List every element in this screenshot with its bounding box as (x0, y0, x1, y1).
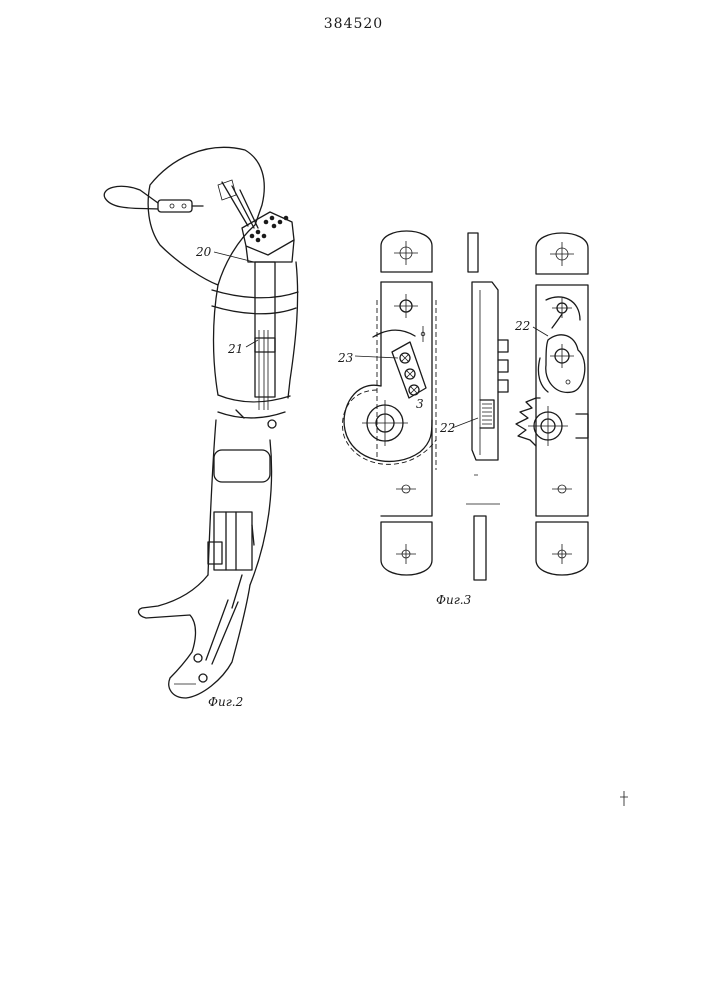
fig2-caption: Фиг.2 (208, 695, 243, 709)
cam-lever (538, 335, 584, 393)
forearm (208, 420, 272, 585)
ratchet-teeth (516, 398, 536, 446)
label-22-side: 22 (439, 421, 455, 435)
shoulder-cap (148, 147, 264, 285)
margin-mark (620, 791, 628, 806)
label-3: 3 (416, 397, 424, 411)
forearm-drive-unit (208, 512, 254, 608)
fig3-side-view (466, 233, 508, 580)
fig3-caption: Фиг.3 (436, 593, 472, 607)
fig2-arm-orthosis (104, 147, 298, 698)
upper-arm-rail (255, 262, 275, 397)
label-22-right: 22 (514, 319, 530, 333)
hand (139, 575, 250, 698)
label-20: 20 (195, 245, 212, 259)
label-23: 23 (337, 351, 354, 365)
label-21: 21 (227, 342, 243, 356)
elbow-joint (268, 420, 276, 428)
fig3-right-view (516, 233, 588, 575)
shoulder-strap (104, 186, 158, 209)
adjustment-slot (392, 342, 426, 398)
cable-sling (222, 182, 258, 228)
